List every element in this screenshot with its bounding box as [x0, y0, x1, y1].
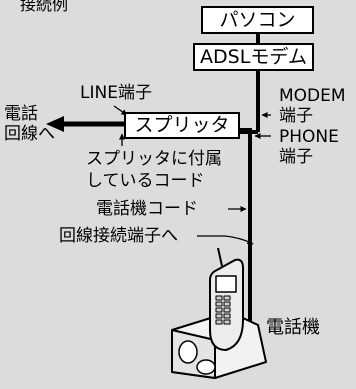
splitter-box: スプリッタ	[124, 112, 240, 139]
pc-label: パソコン	[219, 8, 296, 31]
header-text: 接続例	[20, 0, 69, 14]
telephone-illustration	[171, 247, 267, 379]
adsl-modem-box: ADSLモデム	[193, 43, 314, 71]
modem-port-label: MODEM 端子	[279, 86, 346, 126]
phone-line-label: 電話 回線へ	[4, 104, 55, 144]
splitter-label: スプリッタ	[134, 114, 230, 136]
line-jack-label: 回線接続端子へ	[59, 226, 178, 246]
line-port-label: LINE端子	[80, 83, 152, 103]
adsl-modem-label: ADSLモデム	[200, 45, 307, 68]
telephone-label: 電話機	[266, 317, 320, 338]
pc-box: パソコン	[201, 6, 314, 34]
phone-port-label: PHONE 端子	[279, 127, 339, 167]
line-jack-pointer	[197, 235, 254, 245]
splitter-cord-label: スプリッタに付属 しているコード	[86, 149, 222, 191]
phone-cord-label: 電話機コード	[96, 199, 198, 219]
